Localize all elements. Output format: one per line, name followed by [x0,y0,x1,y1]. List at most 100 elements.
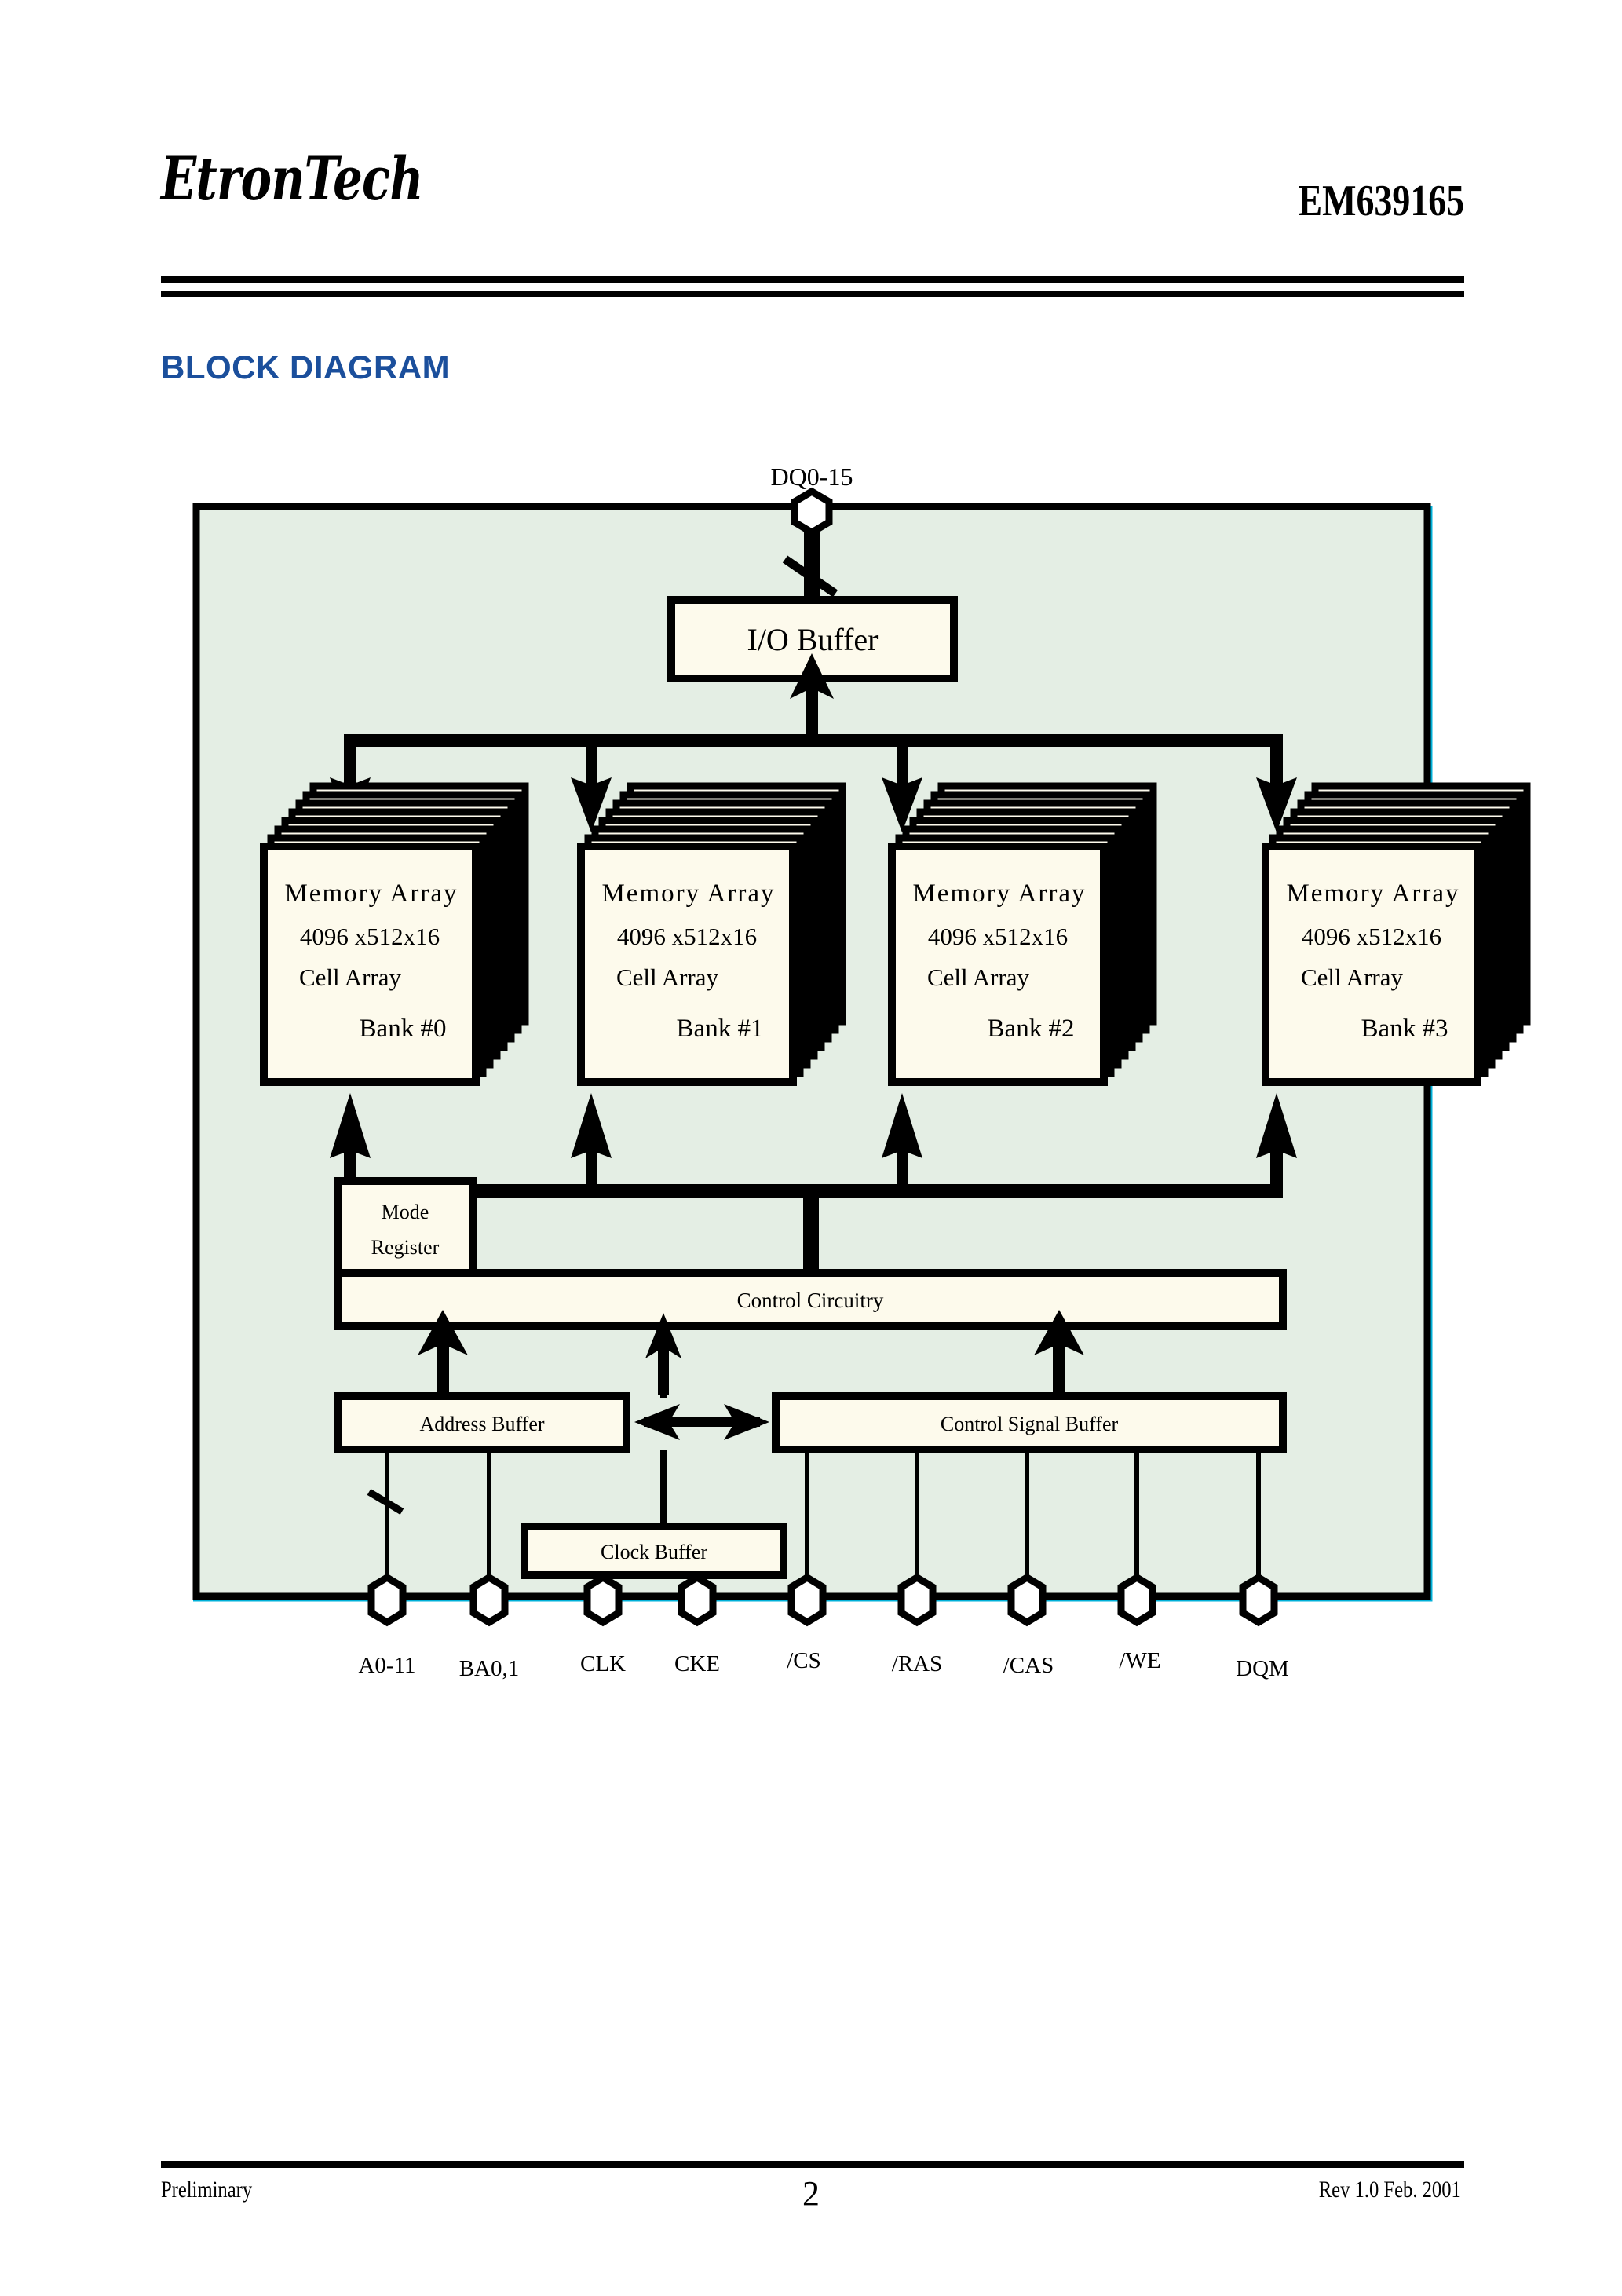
pin-hex-ba0-1[interactable] [469,1573,509,1627]
pin-label-6: /CAS [1003,1653,1054,1678]
control-signal-buffer-label: Control Signal Buffer [941,1413,1119,1435]
bank-0-line2: 4096 x512x16 [300,923,440,950]
control-signal-buffer-block[interactable] [772,1392,1287,1453]
bank-1-line3: Cell Array [616,963,718,991]
part-number: EM639165 [1298,177,1464,225]
pin-line-ba [487,1450,491,1603]
bus-arrow-bank2 [882,777,922,832]
bank-3-face [1262,843,1481,1086]
pin-hexagons [367,1573,1278,1627]
pin-hex-cas[interactable] [1007,1573,1047,1627]
pin-hex-dqm[interactable] [1239,1573,1278,1627]
bank-2-line4: Bank #2 [988,1015,1075,1043]
block-diagram: DQ0-15 I/O Buffer [0,440,1622,1712]
pin-label-4: /CS [787,1648,821,1673]
pin-hex-ras[interactable] [897,1573,937,1627]
control-circuitry-block[interactable] [334,1269,1287,1330]
company-logo: EtronTech [161,144,423,214]
control-arrow-bank1 [571,1093,612,1158]
control-leg-bank2 [897,1139,908,1194]
bus-leg-bank3 [1270,734,1283,797]
bank-0-face [260,843,480,1086]
dq-pin-hexagon[interactable] [791,487,833,537]
pin-label-7: /WE [1119,1648,1160,1673]
bus-leg-bank2 [897,734,908,797]
dq-bus-slash [782,555,838,598]
bank-1-line1: Memory Array [601,879,775,908]
io-buffer-up-arrow [790,653,834,738]
pin-hex-a0-11[interactable] [367,1573,407,1627]
pin-line-we [1134,1450,1139,1603]
memory-bank-2[interactable]: Memory Array 4096 x512x16 Cell Array Ban… [888,782,1157,1086]
pin-line-cs [805,1450,809,1603]
control-arrow-bank3 [1256,1093,1297,1158]
pin-label-8: DQM [1236,1656,1289,1681]
bus-leg-bank1 [586,734,597,797]
pin-label-0: A0-11 [358,1653,415,1678]
address-to-control-arrow [418,1310,468,1395]
bank-0-line4: Bank #0 [360,1015,447,1043]
data-bus-horizontal [344,734,1283,747]
bank-2-face [888,843,1108,1086]
control-leg-bank1 [586,1139,597,1194]
bank-3-line3: Cell Array [1301,963,1403,991]
bank-3-line2: 4096 x512x16 [1302,923,1441,950]
bus-arrow-bank3 [1256,777,1297,832]
bank-1-line2: 4096 x512x16 [617,923,757,950]
memory-bank-1[interactable]: Memory Array 4096 x512x16 Cell Array Ban… [577,782,846,1086]
control-arrow-bank0 [330,1093,371,1158]
buffer-link-arrow-left [634,1404,680,1440]
clock-buffer-block[interactable] [521,1523,787,1579]
control-circuitry-label: Control Circuitry [737,1289,884,1312]
bus-arrow-bank1 [571,777,612,832]
pin-hex-cs[interactable] [787,1573,827,1627]
pin-line-dqm [1256,1450,1261,1603]
page-number: 2 [802,2174,820,2213]
pin-label-2: CLK [580,1651,626,1676]
pin-label-3: CKE [674,1651,720,1676]
control-bus-trunk [803,1190,819,1276]
memory-bank-3[interactable]: Memory Array 4096 x512x16 Cell Array Ban… [1262,782,1531,1086]
clock-line-lower [660,1450,667,1528]
pin-line-a [385,1450,389,1603]
bank-2-line1: Memory Array [912,879,1086,908]
footer-rule [161,2161,1464,2168]
pin-label-5: /RAS [892,1651,942,1676]
pin-hex-cke[interactable] [678,1573,717,1627]
address-buffer-label: Address Buffer [419,1413,544,1435]
bank-3-line4: Bank #3 [1361,1015,1448,1043]
clock-buffer-label: Clock Buffer [601,1541,707,1563]
footer-revision: Rev 1.0 Feb. 2001 [1318,2177,1461,2203]
bank-0-line1: Memory Array [284,879,458,908]
buffer-link-line [644,1417,760,1427]
header-rule-upper [161,276,1464,283]
pin-label-1: BA0,1 [459,1656,520,1681]
address-bus-slash [367,1489,404,1515]
dq-pin-label: DQ0-15 [771,462,853,491]
pin-hex-clk[interactable] [583,1573,623,1627]
bank-0-line3: Cell Array [299,963,401,991]
pin-labels: A0-11 BA0,1 CLK CKE /CS /RAS /CAS /WE DQ… [358,1648,1288,1681]
mode-register-line1: Mode [382,1201,429,1223]
mode-register-block[interactable] [334,1177,477,1281]
io-buffer-label: I/O Buffer [747,622,879,657]
address-buffer-block[interactable] [334,1392,630,1453]
control-arrow-bank2 [882,1093,922,1158]
pin-hex-we[interactable] [1117,1573,1156,1627]
control-leg-bank3 [1270,1139,1283,1194]
bank-2-line3: Cell Array [927,963,1029,991]
pin-line-cas [1025,1450,1029,1603]
ctrlsig-to-control-arrow [1034,1310,1084,1395]
buffer-link-arrow-right [724,1404,769,1440]
bank-2-line2: 4096 x512x16 [928,923,1068,950]
bank-1-face [577,843,797,1086]
bus-leg-bank0 [344,734,356,797]
bank-1-line4: Bank #1 [677,1015,764,1043]
bank-3-line1: Memory Array [1286,879,1459,908]
memory-bank-0[interactable]: Memory Array 4096 x512x16 Cell Array Ban… [260,782,529,1086]
header-rule-lower [161,291,1464,297]
pin-line-ras [915,1450,919,1603]
footer-status: Preliminary [161,2177,253,2203]
clock-line-upper [660,1327,667,1398]
